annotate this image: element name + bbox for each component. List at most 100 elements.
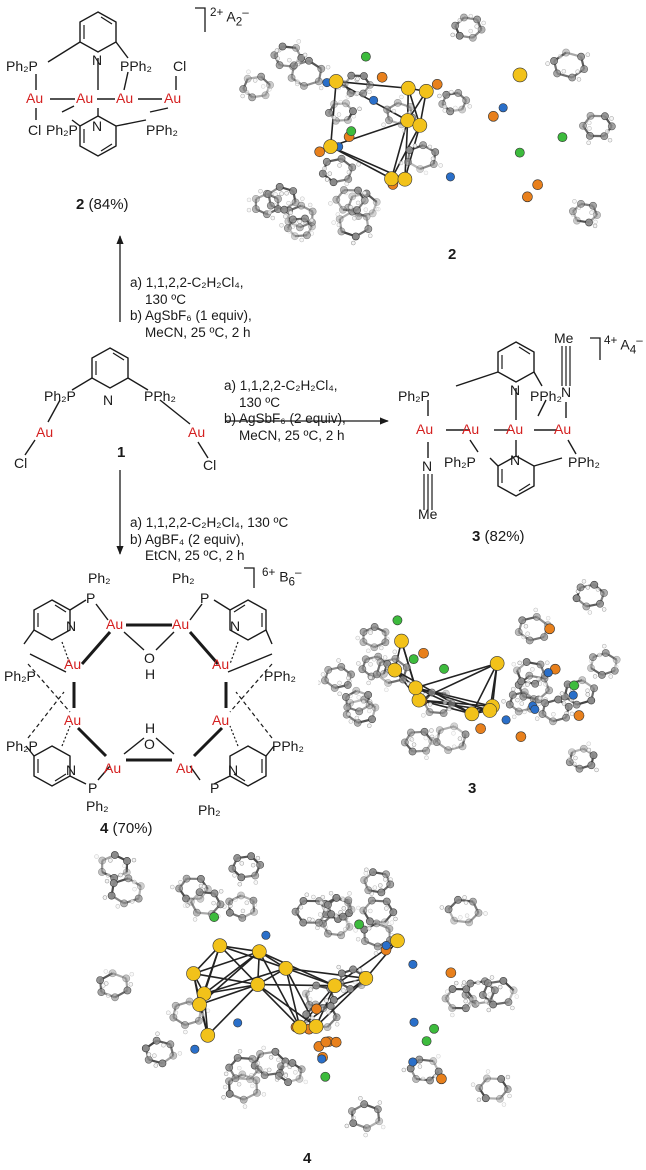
h-atom xyxy=(429,728,434,733)
h-atom xyxy=(543,682,548,687)
p-atom xyxy=(376,71,388,83)
h-atom xyxy=(286,200,291,206)
h-atom xyxy=(497,984,503,990)
c-atom xyxy=(346,89,355,98)
c-atom xyxy=(290,232,299,241)
c-atom xyxy=(252,1076,261,1085)
c-atom xyxy=(446,107,455,116)
h-atom xyxy=(322,166,327,171)
c-atom xyxy=(590,684,598,693)
c-atom xyxy=(237,891,245,900)
c-atom xyxy=(612,655,621,664)
c-atom xyxy=(402,663,411,672)
c4-p-bl: P xyxy=(88,780,98,796)
c-atom xyxy=(323,1023,332,1031)
au-atom xyxy=(412,118,428,133)
c-atom xyxy=(385,116,393,125)
c-atom xyxy=(283,224,292,233)
c2-au-2: Au xyxy=(76,90,94,106)
c-atom xyxy=(246,1075,255,1084)
crystal-structure-4-label: 4 xyxy=(303,1150,312,1167)
c-atom xyxy=(225,1077,233,1086)
h-atom xyxy=(244,900,250,905)
c-atom xyxy=(108,969,117,978)
n-atom xyxy=(501,715,511,725)
c-atom xyxy=(238,913,247,922)
h-atom xyxy=(178,879,183,885)
c-atom xyxy=(382,870,390,879)
c3-n-bottom-acetonitrile: N xyxy=(422,458,433,474)
c-atom xyxy=(248,1054,257,1063)
c4-h-bottom: H xyxy=(145,720,156,736)
h-atom xyxy=(424,755,429,760)
h-atom xyxy=(131,857,137,863)
c-atom xyxy=(144,1055,153,1064)
h-atom xyxy=(445,989,450,994)
c-atom xyxy=(295,223,304,232)
h-atom xyxy=(335,212,341,217)
c-atom xyxy=(171,1001,180,1010)
c-atom xyxy=(478,991,487,999)
c-atom xyxy=(252,205,260,213)
c-atom xyxy=(373,1105,382,1114)
c-atom xyxy=(329,996,338,1004)
h-atom xyxy=(337,680,342,686)
metal-bond-line xyxy=(193,972,258,986)
h-atom xyxy=(267,210,272,215)
h-atom xyxy=(587,120,592,126)
h-atom xyxy=(331,220,336,225)
h-atom xyxy=(592,223,598,229)
c-atom xyxy=(432,738,441,746)
c-atom xyxy=(264,190,273,199)
h-atom xyxy=(260,84,266,89)
c-atom xyxy=(305,56,313,65)
c-atom xyxy=(301,214,309,223)
c-atom xyxy=(475,1084,484,1092)
h-atom xyxy=(545,660,550,665)
c-atom xyxy=(107,891,116,900)
h-atom xyxy=(338,99,343,105)
h-atom xyxy=(521,634,526,640)
c3-ph2p-top: Ph₂P xyxy=(398,388,430,404)
c-atom xyxy=(225,1063,234,1072)
h-atom xyxy=(308,987,313,992)
c-atom xyxy=(182,894,190,903)
au-atom xyxy=(252,944,267,959)
c-atom xyxy=(426,1076,434,1085)
c-atom xyxy=(568,748,576,757)
h-atom xyxy=(357,967,363,973)
c4-ph2p-l: Ph₂P xyxy=(4,668,36,684)
h-atom xyxy=(253,880,259,885)
c-atom xyxy=(360,937,369,946)
c-atom xyxy=(419,141,427,150)
c-atom xyxy=(275,61,284,70)
c-atom xyxy=(98,856,107,865)
h-atom xyxy=(380,1124,386,1130)
h-atom xyxy=(328,890,334,896)
c-atom xyxy=(585,131,594,140)
h-atom xyxy=(344,1123,350,1129)
h-atom xyxy=(153,1063,159,1068)
c3-au-1: Au xyxy=(416,421,434,437)
h-atom xyxy=(510,686,516,692)
c-atom xyxy=(466,979,475,988)
c-atom xyxy=(238,1070,247,1079)
c-atom xyxy=(360,1100,369,1109)
c-atom xyxy=(359,89,368,98)
c-atom xyxy=(98,868,106,876)
h-atom xyxy=(351,240,356,246)
c-atom xyxy=(393,98,402,107)
metal-bond-line xyxy=(257,983,301,1028)
c-atom xyxy=(96,976,105,984)
h-atom xyxy=(450,1012,455,1018)
c-atom xyxy=(389,908,398,917)
c-atom xyxy=(339,186,348,194)
c4-n-tl: N xyxy=(66,618,77,634)
h-atom xyxy=(475,1001,481,1006)
metal-bond-line xyxy=(258,950,336,987)
c-atom xyxy=(249,896,258,905)
c1-pph2: PPh₂ xyxy=(144,388,176,404)
c-atom xyxy=(299,918,308,927)
bond-line xyxy=(112,972,127,980)
